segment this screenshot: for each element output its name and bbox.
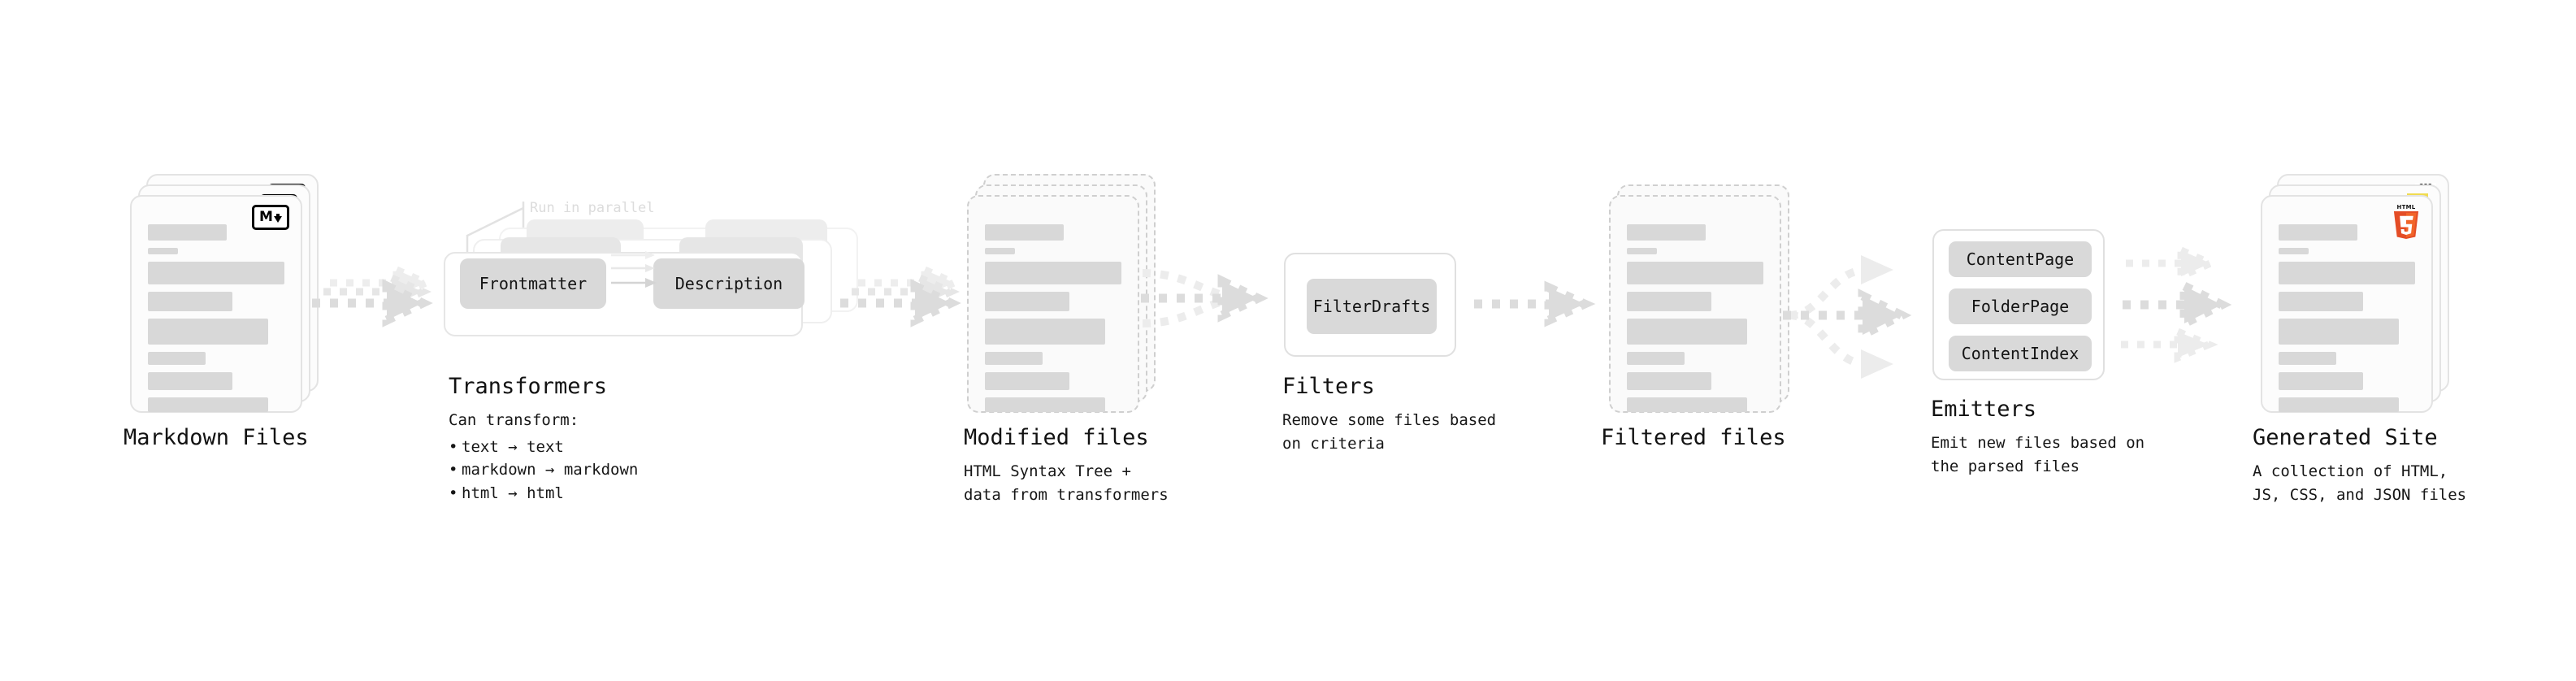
stage-subtitle: Emit new files based on the parsed files bbox=[1931, 434, 2145, 475]
transformer-panel-front: Frontmatter Description bbox=[444, 252, 804, 336]
bullet-icon: • bbox=[449, 437, 458, 456]
markdown-icon-arrow bbox=[273, 213, 282, 223]
stage-title: Modified files bbox=[964, 425, 1149, 450]
emitter-chip-contentindex[interactable]: ContentIndex bbox=[1949, 336, 2092, 371]
run-in-parallel-bracket bbox=[466, 202, 525, 257]
stage-title: Filters bbox=[1282, 374, 1375, 399]
transformer-chip-frontmatter[interactable]: Frontmatter bbox=[460, 258, 606, 309]
modified-file-card-front bbox=[967, 195, 1139, 413]
document-skeleton bbox=[2279, 224, 2415, 419]
stage-title: Markdown Files bbox=[124, 425, 309, 450]
generated-file-card-html: HTML bbox=[2261, 195, 2433, 413]
html5-badge: HTML bbox=[2391, 203, 2422, 239]
stage-subtitle: Can transform: bbox=[449, 411, 579, 430]
arrow-transformers-to-modified bbox=[840, 264, 964, 327]
stage-subtitle: HTML Syntax Tree + data from transformer… bbox=[964, 462, 1169, 504]
filters-box: FilterDrafts bbox=[1284, 253, 1456, 357]
caption-filtered-files: Filtered files bbox=[1601, 425, 1786, 450]
arrow-emitters-to-site bbox=[2121, 245, 2232, 363]
stage-subtitle: A collection of HTML, JS, CSS, and JSON … bbox=[2253, 462, 2467, 504]
caption-modified-files: Modified files HTML Syntax Tree + data f… bbox=[964, 425, 1169, 506]
emitter-chip-folderpage[interactable]: FolderPage bbox=[1949, 288, 2092, 324]
document-skeleton bbox=[985, 224, 1121, 419]
caption-markdown-files: Markdown Files bbox=[124, 425, 309, 450]
bullet-icon: • bbox=[449, 461, 458, 479]
emitters-box: ContentPage FolderPage ContentIndex bbox=[1932, 229, 2105, 380]
list-item: •text → text bbox=[449, 436, 638, 459]
caption-transformers: Transformers Can transform: •text → text… bbox=[449, 374, 638, 505]
arrow-frontmatter-to-description bbox=[611, 251, 657, 288]
markdown-file-card-front: M bbox=[130, 195, 302, 413]
arrow-filtered-to-emitters bbox=[1783, 255, 1912, 379]
transformer-chip-description[interactable]: Description bbox=[653, 258, 804, 309]
list-item: •markdown → markdown bbox=[449, 458, 638, 482]
transformers-panel-stack: Frontmatter Description bbox=[444, 219, 858, 349]
transform-list: •text → text •markdown → markdown •html … bbox=[449, 436, 638, 505]
markdown-icon: M bbox=[252, 205, 289, 230]
list-item-label: html → html bbox=[462, 484, 564, 502]
list-item: •html → html bbox=[449, 482, 638, 505]
arrow-filters-to-filtered bbox=[1474, 280, 1596, 327]
caption-filters: Filters Remove some files based on crite… bbox=[1282, 374, 1496, 455]
list-item-label: markdown → markdown bbox=[462, 461, 639, 479]
document-skeleton bbox=[148, 224, 284, 419]
bullet-icon: • bbox=[449, 484, 458, 502]
arrow-modified-to-filters bbox=[1141, 269, 1268, 327]
stage-title: Filtered files bbox=[1601, 425, 1786, 450]
document-skeleton bbox=[1627, 224, 1763, 419]
stage-title: Emitters bbox=[1931, 397, 2037, 422]
stage-title: Generated Site bbox=[2253, 425, 2438, 450]
caption-emitters: Emitters Emit new files based on the par… bbox=[1931, 397, 2144, 478]
emitter-chip-contentpage[interactable]: ContentPage bbox=[1949, 241, 2092, 277]
arrow-markdown-to-transformers bbox=[312, 264, 436, 327]
list-item-label: text → text bbox=[462, 437, 564, 456]
stage-title: Transformers bbox=[449, 374, 608, 399]
stage-subtitle: Remove some files based on criteria bbox=[1282, 411, 1497, 453]
run-in-parallel-label: Run in parallel bbox=[530, 200, 655, 216]
filter-chip-filterdrafts[interactable]: FilterDrafts bbox=[1307, 279, 1437, 334]
caption-generated-site: Generated Site A collection of HTML, JS,… bbox=[2253, 425, 2466, 506]
filtered-file-card-front bbox=[1609, 195, 1781, 413]
markdown-icon-letter: M bbox=[259, 209, 273, 225]
svg-text:HTML: HTML bbox=[2396, 204, 2415, 210]
